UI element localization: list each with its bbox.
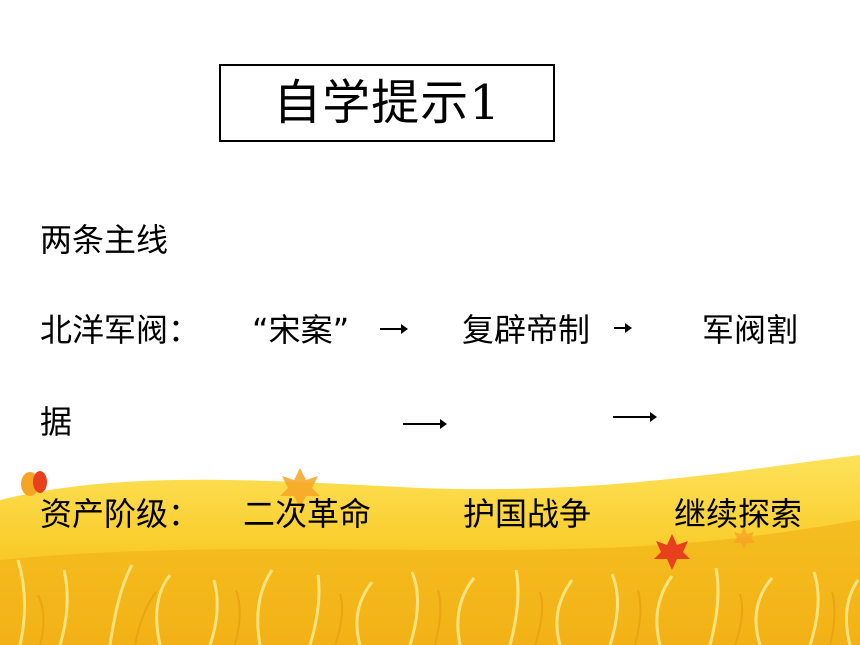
maple-leaf-pale-icon xyxy=(733,527,755,549)
leaf-orange-top-left-icon xyxy=(21,471,47,496)
arrow-right-icon xyxy=(380,324,408,334)
grass-blades xyxy=(16,559,860,645)
beiyang-item-song-case: “宋案” xyxy=(252,311,350,349)
title-box: 自学提示1 xyxy=(219,64,555,142)
beiyang-item-warlord-split-2: 据 xyxy=(40,403,73,441)
bourgeois-label: 资产阶级： xyxy=(40,495,201,533)
slide-title: 自学提示1 xyxy=(273,75,501,131)
bourgeois-item-national-protection-war: 护国战争 xyxy=(463,495,592,533)
beiyang-label: 北洋军阀： xyxy=(40,311,201,349)
maple-leaf-orange-icon xyxy=(280,468,320,508)
beiyang-item-warlord-split-1: 军阀割 xyxy=(702,311,799,349)
arrow-right-icon xyxy=(614,323,632,333)
bourgeois-item-continue-exploring: 继续探索 xyxy=(674,495,803,533)
heading-two-main-lines: 两条主线 xyxy=(40,221,169,259)
field-shadow xyxy=(0,520,860,645)
maple-leaf-red-icon xyxy=(654,534,690,570)
grass-blades-dark xyxy=(37,589,836,645)
arrow-right-icon xyxy=(403,419,447,429)
beiyang-item-restoration: 复辟帝制 xyxy=(462,311,591,349)
arrow-right-icon xyxy=(613,412,657,422)
bourgeois-item-second-revolution: 二次革命 xyxy=(243,495,372,533)
